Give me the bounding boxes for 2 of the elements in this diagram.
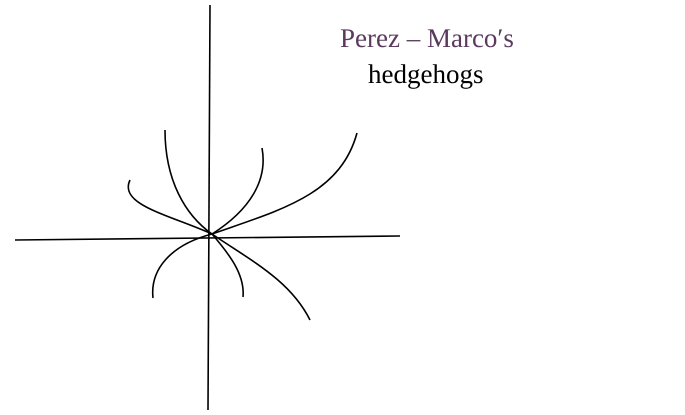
subtitle-text: hedgehogs [368,58,484,90]
title-text: Perez – Marco′s [340,22,514,54]
